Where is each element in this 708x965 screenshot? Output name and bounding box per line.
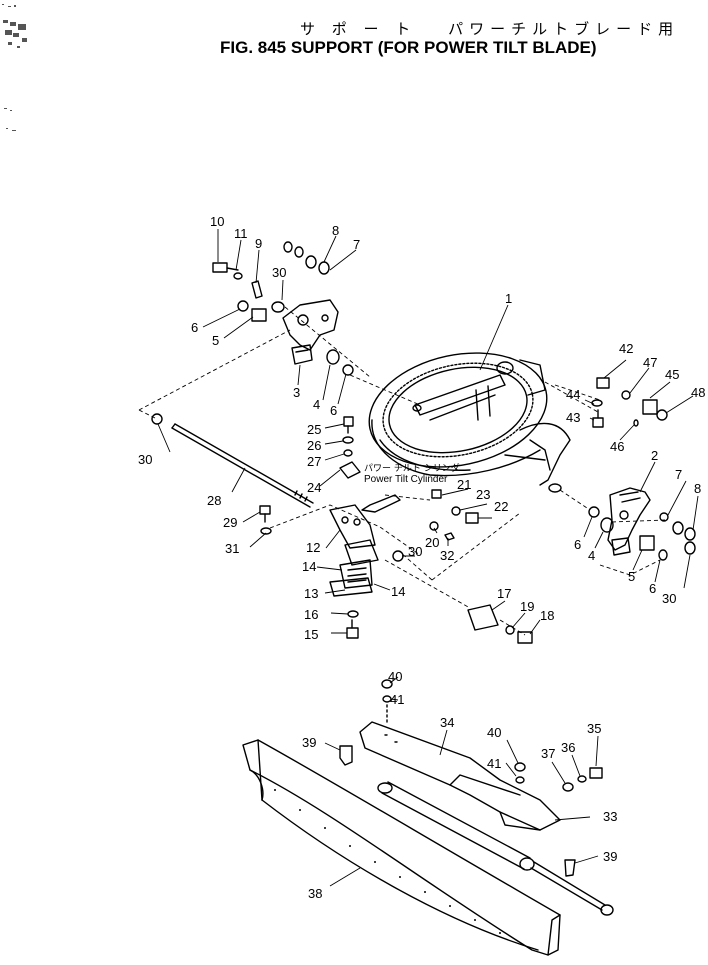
callout-4: 4 <box>588 548 596 563</box>
callout-48: 48 <box>691 385 706 400</box>
figure-title-japanese: サ ポ ー ト パワーチルトブレード用 <box>300 20 680 38</box>
callout-32: 32 <box>440 548 455 563</box>
callout-40: 40 <box>487 725 502 740</box>
callout-20: 20 <box>425 535 440 550</box>
cylinder-note-japanese: パワー チルト シリンダ <box>364 464 460 474</box>
callout-33: 33 <box>603 809 618 824</box>
callout-44: 44 <box>566 387 581 402</box>
callout-22: 22 <box>494 499 509 514</box>
callout-6: 6 <box>330 403 338 418</box>
callout-24: 24 <box>307 480 322 495</box>
callout-3: 3 <box>293 385 301 400</box>
callout-15: 15 <box>304 627 319 642</box>
callout-29: 29 <box>223 515 238 530</box>
callout-12: 12 <box>306 540 321 555</box>
callout-45: 45 <box>665 367 680 382</box>
center-bracket-part <box>329 504 379 597</box>
callout-30: 30 <box>272 265 287 280</box>
right-bracket-part <box>607 487 651 556</box>
callout-43: 43 <box>566 410 581 425</box>
callout-40: 40 <box>388 669 403 684</box>
callout-36: 36 <box>561 740 576 755</box>
callout-16: 16 <box>304 607 319 622</box>
cylinder-note: Power Tilt Cylinder <box>364 474 448 485</box>
callout-42: 42 <box>619 341 634 356</box>
blade-part <box>242 739 561 956</box>
left-bracket-part <box>282 299 339 365</box>
callout-38: 38 <box>308 886 323 901</box>
callout-21: 21 <box>457 477 472 492</box>
callout-6: 6 <box>649 581 657 596</box>
callout-39: 39 <box>302 735 317 750</box>
callout-47: 47 <box>643 355 658 370</box>
callout-18: 18 <box>540 608 555 623</box>
callout-41: 41 <box>487 756 502 771</box>
callout-7: 7 <box>353 237 361 252</box>
callout-31: 31 <box>225 541 240 556</box>
callout-30: 30 <box>408 544 423 559</box>
tilt-cylinder-part <box>377 781 614 916</box>
callout-4: 4 <box>313 397 321 412</box>
callout-11: 11 <box>234 226 248 241</box>
callout-8: 8 <box>694 481 702 496</box>
callout-19: 19 <box>520 599 535 614</box>
callout-25: 25 <box>307 422 322 437</box>
callout-23: 23 <box>476 487 491 502</box>
callout-9: 9 <box>255 236 263 251</box>
tie-rod-part <box>171 423 314 508</box>
callout-1: 1 <box>505 291 513 306</box>
bolt-10 <box>212 262 228 273</box>
callout-34: 34 <box>440 715 455 730</box>
callout-7: 7 <box>675 467 683 482</box>
callout-5: 5 <box>628 569 636 584</box>
callout-14: 14 <box>302 559 317 574</box>
callout-27: 27 <box>307 454 322 469</box>
callout-6: 6 <box>191 320 199 335</box>
callout-39: 39 <box>603 849 618 864</box>
callout-30: 30 <box>138 452 153 467</box>
callout-13: 13 <box>304 586 319 601</box>
callout-28: 28 <box>207 493 222 508</box>
callout-35: 35 <box>587 721 602 736</box>
callout-14: 14 <box>391 584 406 599</box>
figure-title: FIG. 845 SUPPORT (FOR POWER TILT BLADE) <box>220 38 597 57</box>
scan-noise <box>2 4 27 131</box>
callout-46: 46 <box>610 439 625 454</box>
nut-stack-upper-left <box>283 241 330 275</box>
callout-26: 26 <box>307 438 322 453</box>
support-beam-part <box>359 721 561 831</box>
callout-5: 5 <box>212 333 220 348</box>
callout-2: 2 <box>651 448 659 463</box>
circle-frame-part <box>368 352 571 493</box>
callout-8: 8 <box>332 223 340 238</box>
callout-37: 37 <box>541 746 556 761</box>
callout-17: 17 <box>497 586 512 601</box>
callout-41: 41 <box>390 692 405 707</box>
callout-30: 30 <box>662 591 677 606</box>
callout-10: 10 <box>210 214 225 229</box>
callout-6: 6 <box>574 537 582 552</box>
